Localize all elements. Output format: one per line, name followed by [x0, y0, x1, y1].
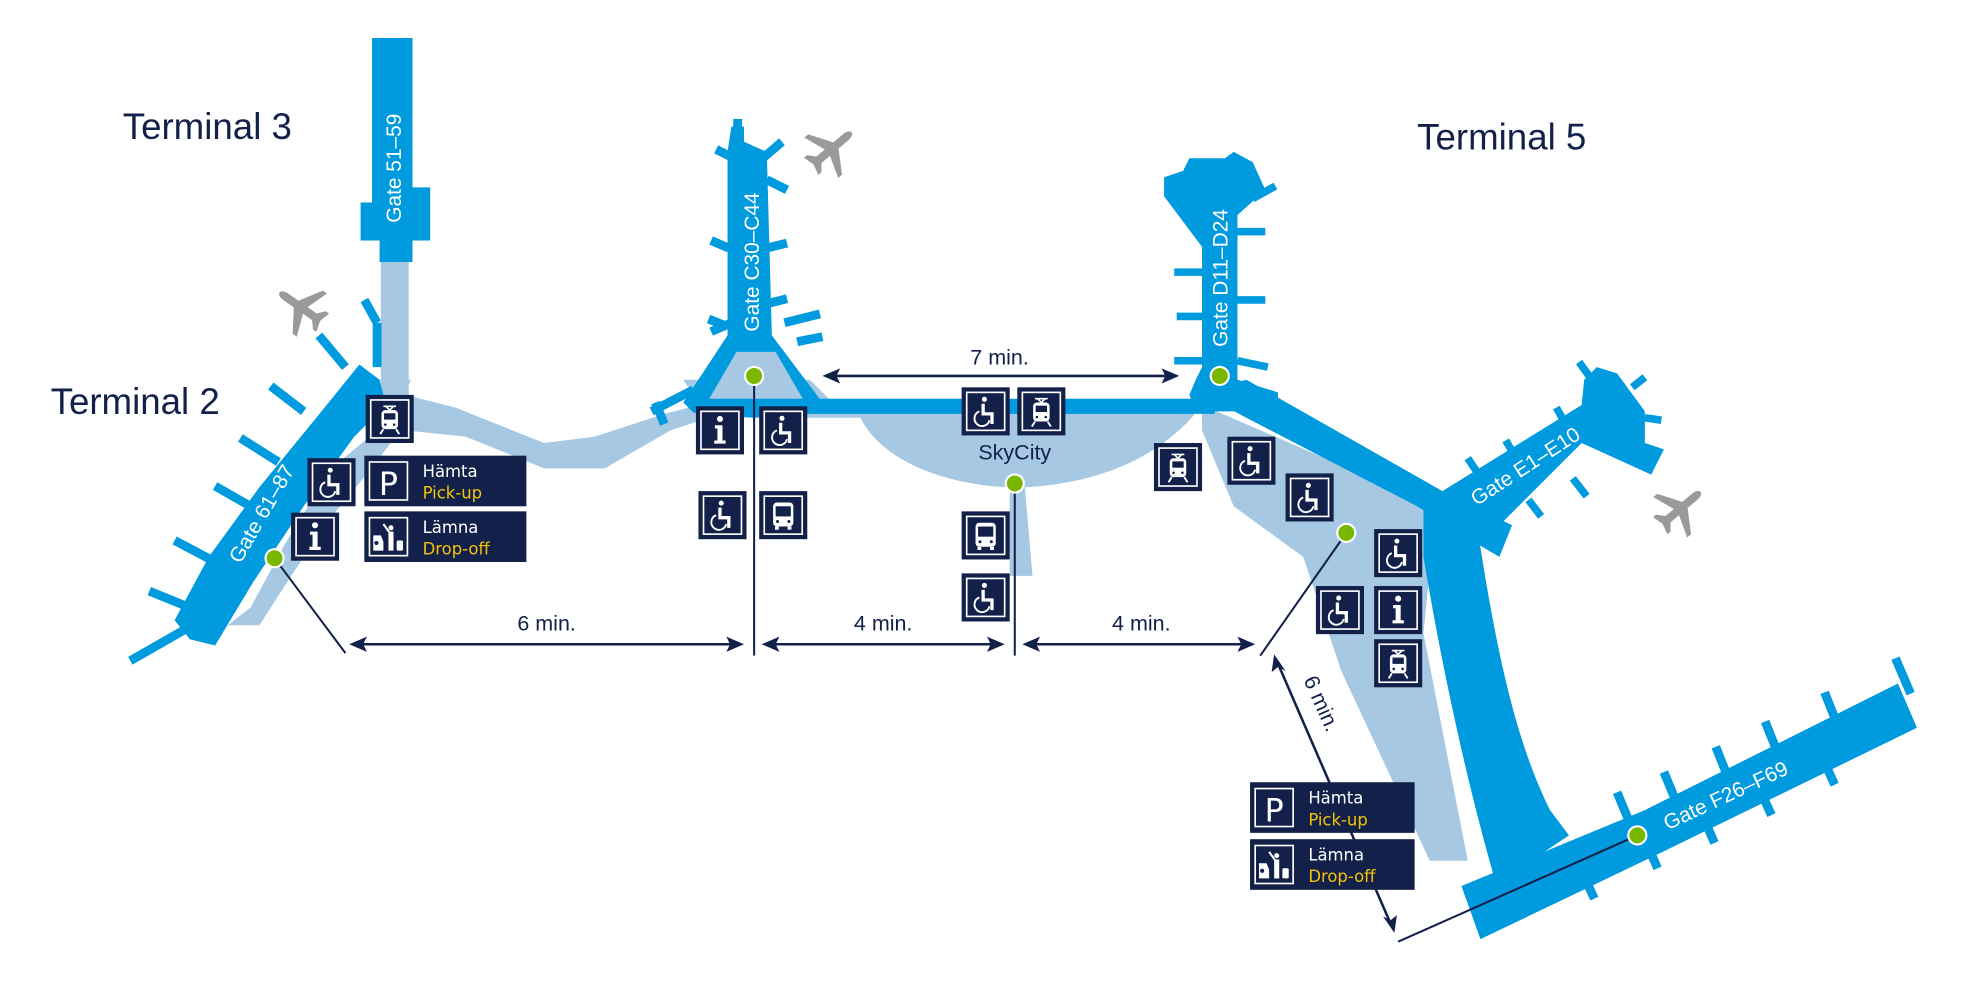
pickup-sign-sv: Hämta — [423, 462, 478, 481]
train-icon[interactable] — [1017, 387, 1065, 435]
location-dot-icon[interactable] — [1004, 473, 1025, 494]
location-dot-icon[interactable] — [744, 365, 765, 387]
location-dot-icon[interactable] — [1336, 522, 1357, 544]
train-icon[interactable] — [366, 395, 414, 443]
wheelchair-icon[interactable] — [698, 491, 746, 539]
distance-label-c-d: 7 min. — [970, 346, 1029, 370]
dropoff-sign-t5[interactable]: Lämna Drop-off — [1250, 839, 1415, 890]
dropoff-sign-en: Drop-off — [423, 539, 491, 558]
wheelchair-icon[interactable] — [962, 573, 1010, 621]
airplane-icon — [794, 112, 869, 187]
info-icon[interactable] — [1374, 586, 1422, 634]
pickup-sign-en: Pick-up — [423, 484, 482, 503]
distance-label-c-skycity: 4 min. — [854, 611, 913, 635]
distance-label-skycity-t5: 4 min. — [1112, 611, 1171, 635]
airplane-icon — [1643, 471, 1718, 546]
location-dot-icon[interactable] — [264, 548, 285, 569]
parking-icon — [364, 457, 412, 505]
pickup-sign-t5[interactable]: Hämta Pick-up — [1250, 782, 1415, 833]
pickup-sign-t5-sv: Hämta — [1308, 789, 1363, 808]
wheelchair-icon[interactable] — [307, 458, 355, 506]
wheelchair-icon[interactable] — [962, 387, 1010, 435]
leader-lines — [273, 375, 1638, 943]
gate-label-d11-d24: Gate D11–D24 — [1209, 209, 1232, 347]
dropoff-sign-t5-sv: Lämna — [1308, 846, 1364, 865]
location-dot-icon[interactable] — [1627, 825, 1648, 846]
terminal-5-label: Terminal 5 — [1417, 116, 1586, 157]
parking-icon — [1250, 783, 1298, 831]
wheelchair-icon[interactable] — [759, 406, 807, 454]
dropoff-icon — [1250, 840, 1298, 888]
info-icon[interactable] — [291, 513, 339, 561]
pickup-sign-t5-en: Pick-up — [1308, 810, 1367, 829]
train-icon[interactable] — [1154, 443, 1202, 491]
wheelchair-icon[interactable] — [1316, 586, 1364, 634]
train-icon[interactable] — [1374, 639, 1422, 687]
wheelchair-icon[interactable] — [1374, 529, 1422, 577]
location-dot-icon[interactable] — [1209, 365, 1230, 387]
dropoff-sign[interactable]: Lämna Drop-off — [364, 511, 527, 562]
bus-icon[interactable] — [962, 511, 1010, 559]
terminal-3-label: Terminal 3 — [123, 106, 292, 147]
gate-label-51-59: Gate 51–59 — [383, 114, 406, 223]
distance-label-t2-c: 6 min. — [517, 611, 576, 635]
dropoff-icon — [364, 513, 412, 561]
info-icon[interactable] — [696, 406, 744, 454]
gate-label-c30-c44: Gate C30–C44 — [741, 192, 764, 331]
skycity-label: SkyCity — [978, 440, 1051, 464]
wheelchair-icon[interactable] — [1286, 473, 1334, 521]
pickup-sign[interactable]: Hämta Pick-up — [364, 455, 527, 507]
dropoff-sign-t5-en: Drop-off — [1308, 867, 1376, 886]
wheelchair-icon[interactable] — [1227, 437, 1275, 485]
bus-icon[interactable] — [759, 491, 807, 539]
terminal-2-label: Terminal 2 — [51, 381, 220, 422]
airplane-icon — [264, 270, 338, 345]
dropoff-sign-sv: Lämna — [423, 518, 479, 537]
